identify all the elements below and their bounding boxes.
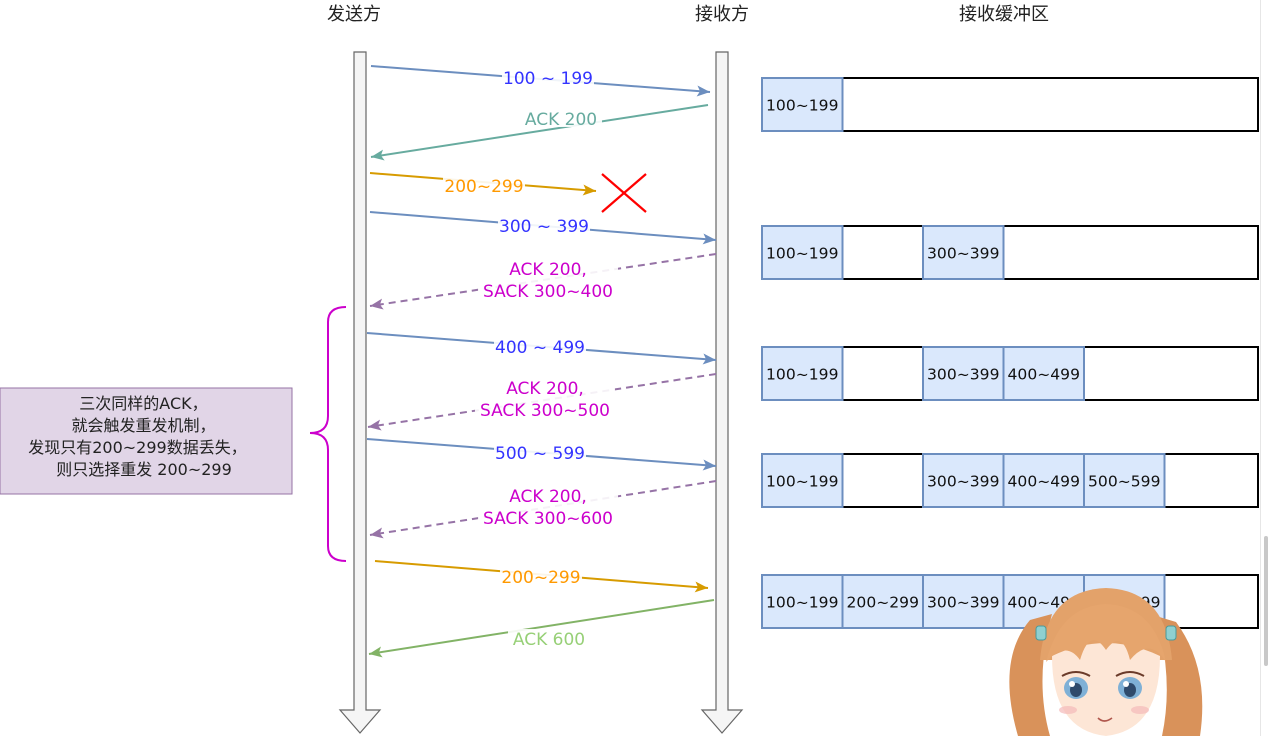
arrow-line (367, 373, 717, 428)
buffer-cell-label: 400~499 (1008, 473, 1081, 491)
arrowhead-icon (369, 646, 383, 658)
buffer-cell-label: 100~199 (766, 473, 839, 491)
message-arrow-seg-300-399: 300 ~ 399 (369, 211, 717, 245)
message-arrow-seg-400-499: 400 ~ 499 (366, 332, 717, 365)
label-background (494, 337, 586, 355)
message-arrow-seg-200-299-retransmit: 200~299 (374, 560, 709, 593)
message-arrow-sack-300-400: ACK 200,SACK 300~400 (369, 253, 717, 310)
buffer-cell (761, 225, 844, 280)
label-background (478, 259, 618, 299)
arrow-line (368, 599, 715, 655)
receive-buffer-row: 100~199 300~399 400~499 (761, 346, 1259, 401)
message-arrow-seg-200-299-lost: 200~299 (369, 172, 597, 197)
label-background (520, 109, 602, 127)
note-line: 则只选择重发 200~299 (56, 460, 232, 479)
arrowhead-icon (582, 184, 596, 196)
label-background (498, 216, 590, 234)
arrowhead-icon (371, 149, 385, 161)
message-label: ACK 200, (509, 487, 587, 507)
message-label: SACK 300~600 (483, 509, 613, 529)
buffer-cell (761, 574, 844, 629)
buffer-cell (922, 453, 1005, 508)
brace-icon (309, 306, 347, 562)
label-background (494, 443, 586, 461)
buffer-cell (922, 346, 1005, 401)
message-label: ACK 200, (506, 379, 584, 399)
message-label: ACK 200 (525, 110, 597, 130)
arrowhead-icon (368, 419, 382, 431)
buffer-cell (922, 225, 1005, 280)
label-background (475, 378, 615, 418)
buffer-cell-label: 400~499 (1008, 366, 1081, 384)
buffer-cell-label: 200~299 (847, 594, 920, 612)
buffer-cell (1083, 453, 1166, 508)
buffer-cell-label: 500~599 (1088, 473, 1161, 491)
buffer-cell (761, 346, 844, 401)
buffer-cell-label: 300~399 (927, 594, 1000, 612)
message-label: 500 ~ 599 (495, 444, 585, 464)
message-label: 200~299 (501, 568, 580, 588)
message-arrow-seg-500-599: 500 ~ 599 (366, 438, 717, 471)
message-label: 100 ~ 199 (503, 69, 593, 89)
buffer-cell-label: 300~399 (927, 245, 1000, 263)
message-arrow-ack-600: ACK 600 (368, 599, 715, 658)
buffer-cell (761, 453, 844, 508)
arrowhead-icon (696, 85, 710, 97)
sender-lifeline (338, 51, 382, 734)
receiver-header: 接收方 (695, 4, 749, 25)
label-background (508, 629, 590, 647)
svg-text:三次同样的ACK， 就会触发重发机制，: 三次同样的ACK， 就会触发重发机制， 发现只有200~299数据丢失， 则只选… (28, 394, 252, 479)
message-label: 400 ~ 499 (495, 338, 585, 358)
buffer-cell-label: 100~199 (766, 97, 839, 115)
buffer-cell (1002, 346, 1085, 401)
message-arrow-ack-200: ACK 200 (370, 104, 709, 161)
buffer-header: 接收缓冲区 (959, 4, 1049, 25)
buffer-cell-label: 300~399 (927, 366, 1000, 384)
buffer-cell-label: 100~199 (766, 594, 839, 612)
note-line: 就会触发重发机制， (71, 416, 215, 435)
arrowhead-icon (702, 459, 716, 471)
message-arrow-sack-300-600: ACK 200,SACK 300~600 (369, 480, 717, 539)
receive-buffer-row: 100~199 (761, 77, 1259, 132)
anime-girl-avatar (1009, 588, 1203, 736)
vertical-scrollbar[interactable] (1260, 0, 1272, 736)
buffer-cell-label: 100~199 (766, 245, 839, 263)
scrollbar-thumb[interactable] (1264, 536, 1268, 666)
message-label: SACK 300~400 (483, 282, 613, 302)
message-label: 300 ~ 399 (499, 217, 589, 237)
packet-lost-cross-icon (601, 173, 647, 213)
message-label: ACK 200, (509, 260, 587, 280)
buffer-cell (1002, 453, 1085, 508)
arrowhead-icon (370, 298, 384, 310)
label-background (443, 176, 525, 194)
receive-buffer-row: 100~199 300~399 (761, 225, 1259, 280)
message-label: 200~299 (444, 177, 523, 197)
sender-header: 发送方 (327, 4, 381, 25)
buffer-cell-label: 100~199 (766, 366, 839, 384)
message-label: SACK 300~500 (480, 401, 610, 421)
arrow-line (370, 104, 709, 158)
arrowhead-icon (702, 233, 716, 245)
note-box: 三次同样的ACK， 就会触发重发机制， 发现只有200~299数据丢失， 则只选… (0, 387, 293, 495)
buffer-cell-label: 300~399 (927, 473, 1000, 491)
arrowhead-icon (694, 581, 708, 593)
label-background (478, 486, 618, 526)
note-line: 发现只有200~299数据丢失， (28, 438, 247, 457)
arrow-line (369, 480, 717, 536)
arrowhead-icon (702, 353, 716, 365)
note-line: 三次同样的ACK， (79, 394, 207, 413)
message-arrow-seg-100-199: 100 ~ 199 (370, 65, 711, 97)
receiver-lifeline (700, 51, 744, 734)
label-background (502, 68, 594, 86)
arrowhead-icon (370, 527, 384, 539)
buffer-cell (761, 77, 844, 132)
message-arrow-sack-300-500: ACK 200,SACK 300~500 (367, 373, 717, 431)
receive-buffer-row: 100~199 300~399 400~499 500~599 (761, 453, 1259, 508)
label-background (500, 567, 582, 585)
message-label: ACK 600 (513, 630, 585, 650)
